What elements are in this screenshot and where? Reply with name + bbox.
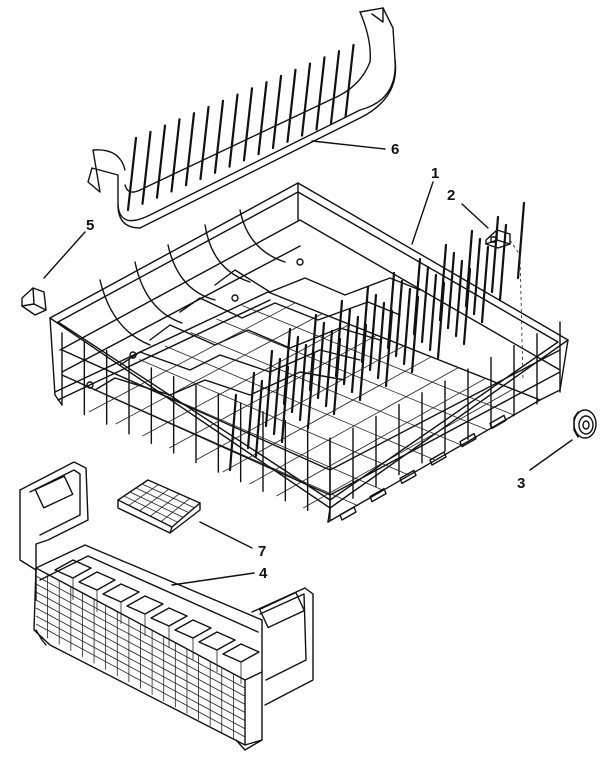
callout-labels: 6 1 2 5 3 7 4 xyxy=(86,141,525,582)
basket-cover-part-7 xyxy=(117,479,201,534)
leader-4 xyxy=(171,572,255,586)
callout-7: 7 xyxy=(258,543,266,560)
callout-3: 3 xyxy=(517,475,525,492)
rack-bumper-clip-part-5 xyxy=(21,287,47,316)
callout-6: 6 xyxy=(391,141,399,158)
lower-dishrack-part-1 xyxy=(49,182,569,523)
silverware-basket-part-4 xyxy=(19,461,314,751)
callout-4: 4 xyxy=(259,565,268,582)
tine-insert-part-6 xyxy=(87,7,397,229)
leader-2 xyxy=(461,203,489,229)
rack-roller-wheel-part-3 xyxy=(573,409,597,439)
leader-6 xyxy=(311,140,386,150)
leader-1 xyxy=(411,181,434,245)
callout-5: 5 xyxy=(86,217,94,234)
rack-clip-part-2 xyxy=(485,229,524,381)
leader-3 xyxy=(529,439,573,471)
callout-1: 1 xyxy=(431,165,439,182)
leader-7 xyxy=(199,521,253,549)
leader-lines xyxy=(43,140,573,586)
leader-5 xyxy=(43,231,86,279)
callout-2: 2 xyxy=(447,187,455,204)
